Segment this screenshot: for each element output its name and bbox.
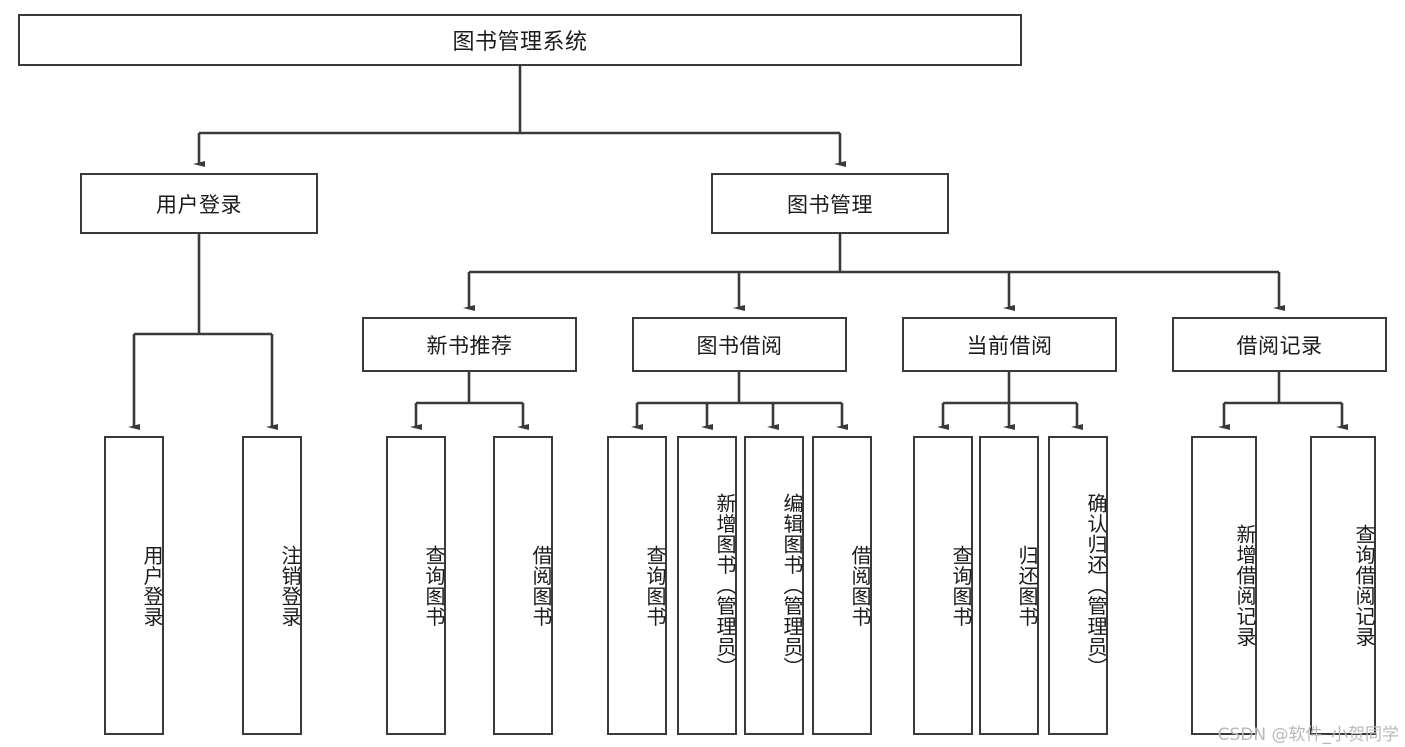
- watermark-text: CSDN @软件_小贺同学: [1217, 725, 1399, 745]
- node-label: 查询图书: [422, 544, 446, 627]
- node-borrow-record[interactable]: 借阅记录: [1172, 317, 1387, 372]
- leaf-borrow-borrow-book[interactable]: 借阅图书: [812, 436, 872, 735]
- leaf-record-query[interactable]: 查询借阅记录: [1310, 436, 1376, 735]
- leaf-borrow-query-book[interactable]: 查询图书: [607, 436, 667, 735]
- leaf-current-return-book[interactable]: 归还图书: [979, 436, 1039, 735]
- node-label: 图书管理: [787, 192, 873, 217]
- leaf-borrow-edit-book[interactable]: 编辑图书（管理员）: [744, 436, 804, 735]
- node-label: 借阅图书: [529, 544, 553, 627]
- node-label: 图书管理系统: [452, 30, 588, 55]
- node-label: 归还图书: [1015, 544, 1039, 627]
- node-user-login[interactable]: 用户登录: [80, 173, 318, 234]
- node-label: 确认归还（管理员）: [1084, 493, 1108, 678]
- node-label: 借阅图书: [848, 544, 872, 627]
- node-label: 图书借阅: [696, 333, 783, 358]
- leaf-user-login-logout[interactable]: 注销登录: [242, 436, 302, 735]
- leaf-new-book-query[interactable]: 查询图书: [386, 436, 446, 735]
- leaf-borrow-add-book[interactable]: 新增图书（管理员）: [677, 436, 737, 735]
- node-label: 新增图书（管理员）: [713, 493, 737, 678]
- leaf-user-login-login[interactable]: 用户登录: [104, 436, 164, 735]
- node-book-management[interactable]: 图书管理: [711, 173, 949, 234]
- leaf-record-add[interactable]: 新增借阅记录: [1191, 436, 1257, 735]
- node-root-system[interactable]: 图书管理系统: [18, 14, 1022, 66]
- leaf-new-book-borrow[interactable]: 借阅图书: [493, 436, 553, 735]
- node-label: 借阅记录: [1236, 333, 1323, 358]
- node-label: 编辑图书（管理员）: [780, 493, 804, 678]
- node-label: 当前借阅: [966, 333, 1053, 358]
- node-new-book-recommend[interactable]: 新书推荐: [362, 317, 577, 372]
- node-label: 查询图书: [949, 544, 973, 627]
- node-label: 新书推荐: [426, 333, 513, 358]
- node-label: 用户登录: [140, 544, 164, 627]
- leaf-current-confirm-return[interactable]: 确认归还（管理员）: [1048, 436, 1108, 735]
- node-current-borrow[interactable]: 当前借阅: [902, 317, 1117, 372]
- leaf-current-query-book[interactable]: 查询图书: [913, 436, 973, 735]
- node-book-borrow[interactable]: 图书借阅: [632, 317, 847, 372]
- node-label: 新增借阅记录: [1233, 524, 1257, 647]
- node-label: 用户登录: [156, 192, 242, 217]
- node-label: 查询借阅记录: [1352, 524, 1376, 647]
- node-label: 查询图书: [643, 544, 667, 627]
- node-label: 注销登录: [278, 544, 302, 627]
